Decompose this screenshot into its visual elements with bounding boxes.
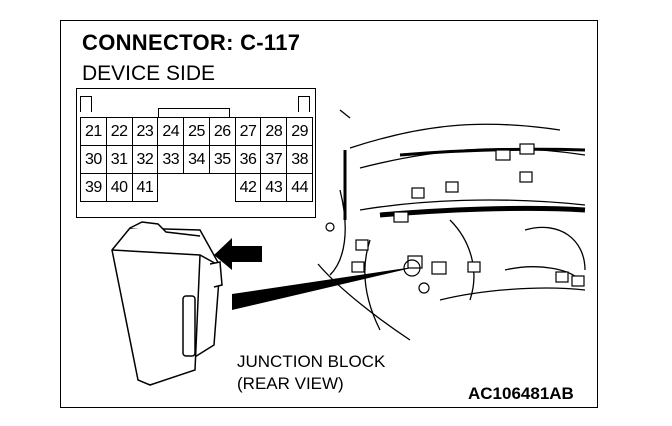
connector-key: [158, 108, 230, 118]
connector-pin: 41: [131, 173, 159, 202]
junction-block-label: JUNCTION BLOCK (REAR VIEW): [237, 351, 385, 395]
harness-connectors: [351, 143, 585, 287]
figure-code: AC106481AB: [468, 384, 574, 403]
junction-block: [111, 221, 223, 386]
connector-left-latch: [80, 96, 92, 112]
figure-frame: [60, 20, 598, 408]
connector-title: CONNECTOR: C-117: [82, 30, 301, 55]
dashboard-outline: [317, 109, 586, 341]
device-side-label: DEVICE SIDE: [82, 62, 216, 85]
junction-label-line2: (REAR VIEW): [237, 374, 344, 393]
location-wedge-icon: [232, 266, 420, 310]
connector-pin: 44: [286, 173, 313, 202]
connector-right-latch: [298, 96, 310, 112]
junction-label-line1: JUNCTION BLOCK: [237, 352, 386, 371]
wire-harness: [379, 205, 586, 218]
connector-face: [76, 88, 316, 218]
pointer-arrow-icon: [214, 238, 262, 270]
